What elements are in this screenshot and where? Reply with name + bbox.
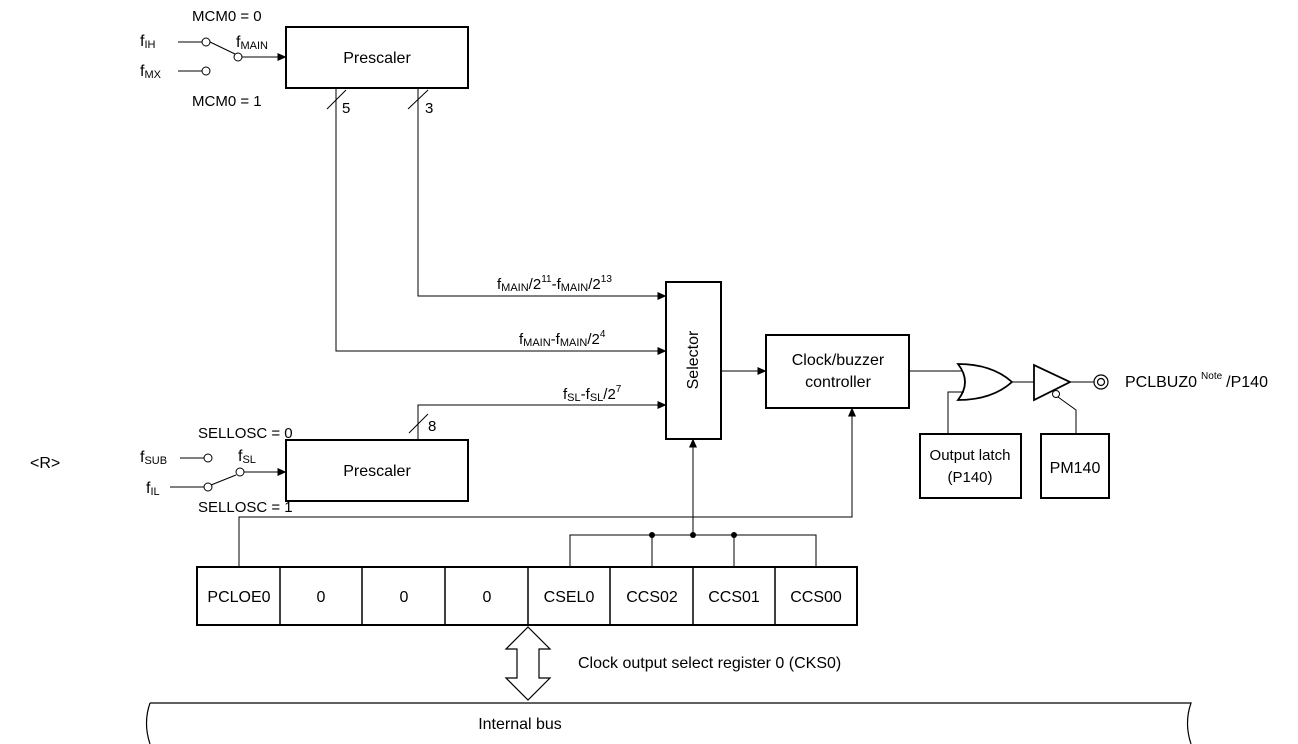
latch-to-or-wire — [947, 391, 964, 434]
sellosc-switch-lever — [210, 474, 237, 486]
bus5-slash — [326, 89, 347, 110]
fih-switch-contact — [201, 37, 211, 47]
fih-label: fIH — [140, 33, 156, 51]
junction-dot-center — [690, 532, 696, 538]
cks0-register: PCLOE0 0 0 0 CSEL0 CCS02 CCS01 CCS00 — [196, 566, 858, 626]
controller-label-line1: Clock/buzzer — [792, 352, 885, 369]
register-bit-csel0: CSEL0 — [544, 589, 595, 606]
fsl-switch-contact — [235, 467, 245, 477]
output-latch-block — [919, 433, 1022, 499]
clock-buzzer-controller-block — [765, 334, 910, 409]
fsl-label: fSL — [238, 448, 256, 466]
bus8-slash — [408, 413, 429, 434]
register-bit-6: 0 — [317, 589, 326, 606]
controller-label-line2: controller — [805, 374, 871, 391]
buffer-enable-bubble — [1052, 390, 1060, 398]
bus-width-5: 5 — [342, 100, 350, 117]
output-latch-label-line1: Output latch — [930, 447, 1011, 464]
fil-switch-contact — [203, 482, 213, 492]
register-bit-4: 0 — [483, 589, 492, 606]
pcloe0-enable-line — [238, 407, 856, 567]
register-bit-ccs01: CCS01 — [708, 589, 760, 606]
register-bit-pcloe0: PCLOE0 — [207, 589, 270, 606]
output-latch-label-line2: (P140) — [947, 469, 992, 486]
pm140-to-buffer-wire — [1057, 396, 1077, 434]
bus-width-8: 8 — [428, 418, 436, 435]
prescaler-main-block — [285, 26, 469, 89]
revision-mark: <R> — [30, 455, 60, 472]
selector-label: Selector — [685, 330, 702, 389]
fmain-switch-contact — [233, 52, 243, 62]
junction-dot-ccs02 — [649, 532, 655, 538]
prescaler-main-label: Prescaler — [343, 50, 411, 67]
prescaler-sub-block — [285, 439, 469, 502]
register-bus-double-arrow — [504, 626, 552, 701]
fmain-high-divided-bus-line — [417, 88, 667, 300]
bus-width-3: 3 — [425, 100, 433, 117]
internal-bus-top — [150, 702, 1192, 744]
cks0-register-frame — [196, 566, 858, 626]
prescaler-sub-label: Prescaler — [343, 463, 411, 480]
register-bit-ccs00: CCS00 — [790, 589, 842, 606]
mcm0-0-label: MCM0 = 0 — [192, 8, 262, 25]
fmain-divided-bus-line — [335, 88, 667, 355]
fmain-label: fMAIN — [236, 34, 268, 52]
fsub-label: fSUB — [140, 449, 167, 467]
register-bit-5: 0 — [400, 589, 409, 606]
output-buffer — [1033, 363, 1073, 402]
sellosc-0-label: SELLOSC = 0 — [198, 425, 293, 442]
junction-dot-ccs01 — [731, 532, 737, 538]
pm140-block — [1040, 433, 1110, 499]
mcm0-1-label: MCM0 = 1 — [192, 93, 262, 110]
bus3-slash — [407, 89, 429, 110]
fsub-switch-contact — [203, 453, 213, 463]
select-bits-bus — [569, 534, 817, 567]
register-caption: Clock output select register 0 (CKS0) — [578, 655, 841, 672]
internal-bus-left-end — [145, 702, 151, 744]
output-pin-inner — [1096, 377, 1106, 387]
mcm0-switch-lever — [209, 41, 236, 55]
register-bit-ccs02: CCS02 — [626, 589, 678, 606]
fsl-divided-bus-line — [417, 401, 667, 440]
signal-fmain-to-2-4: fMAIN-fMAIN/24 — [519, 329, 606, 349]
or-gate — [956, 363, 1014, 401]
pm140-label: PM140 — [1050, 460, 1101, 477]
fmx-switch-contact — [201, 66, 211, 76]
sellosc-1-label: SELLOSC = 1 — [198, 499, 293, 516]
fil-label: fIL — [146, 480, 160, 498]
fmx-label: fMX — [140, 63, 162, 81]
signal-fmain-2-11-to-2-13: fMAIN/211-fMAIN/213 — [497, 274, 612, 294]
signal-fsl-to-2-7: fSL-fSL/27 — [563, 384, 622, 404]
internal-bus-label: Internal bus — [478, 716, 562, 733]
